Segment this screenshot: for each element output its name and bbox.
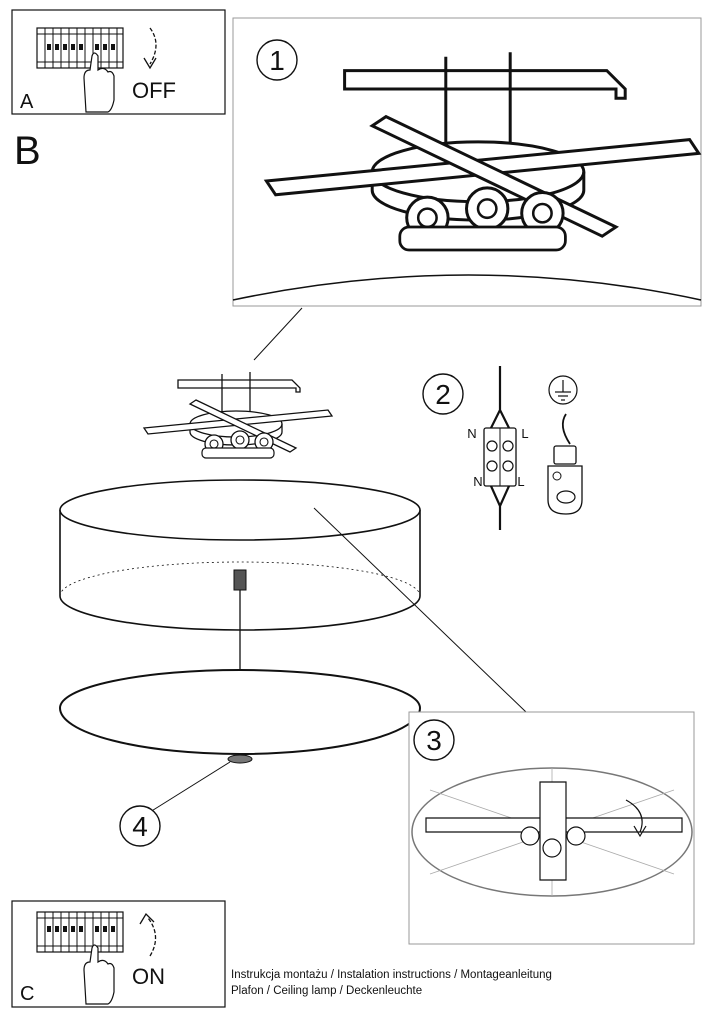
step-a-panel: A OFF	[11, 9, 226, 115]
terminal-label-l-top: L	[521, 426, 528, 441]
circuit-breaker-icon	[36, 27, 124, 69]
ceiling-bracket	[143, 371, 333, 459]
ground-icon	[548, 375, 578, 405]
diffuser	[58, 669, 422, 764]
step-c-switch-label: ON	[132, 964, 165, 989]
terminal-label-n-top: N	[467, 426, 476, 441]
callout-2: 2	[435, 379, 451, 410]
callout-circle-3	[413, 719, 455, 761]
callout-circle-2	[422, 373, 464, 415]
step-a-switch-label: OFF	[132, 78, 176, 103]
detail-panel-3: 3	[408, 711, 695, 945]
ground-terminal	[547, 445, 583, 515]
lamp-shade	[59, 479, 421, 730]
caption-line-1: Instrukcja montażu / Instalation instruc…	[231, 969, 552, 981]
hand-icon	[83, 944, 115, 1005]
arrow-down-icon	[149, 27, 157, 65]
callout-4: 4	[132, 811, 148, 842]
hand-icon	[83, 52, 115, 113]
callout-3: 3	[426, 725, 442, 756]
callout-1: 1	[269, 45, 285, 76]
callout-circle-1	[256, 39, 298, 81]
step-a-letter: A	[20, 91, 34, 113]
callout-circle-4	[119, 805, 161, 847]
step-c-panel: C ON	[11, 900, 226, 1008]
detail-panel-1: 1	[232, 17, 702, 307]
terminal-label-n-bottom: N	[473, 474, 482, 489]
terminal-block	[483, 427, 517, 487]
step-b-letter: B	[14, 129, 41, 173]
caption: Instrukcja montażu / Instalation instruc…	[231, 967, 552, 999]
step-c-letter: C	[20, 983, 34, 1005]
terminal-label-l-bottom: L	[517, 474, 524, 489]
caption-line-2: Plafon / Ceiling lamp / Deckenleuchte	[231, 985, 423, 997]
circuit-breaker-icon	[36, 911, 124, 953]
wiring-detail-2: 2 N L N L	[422, 366, 583, 530]
arrow-up-icon	[147, 917, 157, 957]
